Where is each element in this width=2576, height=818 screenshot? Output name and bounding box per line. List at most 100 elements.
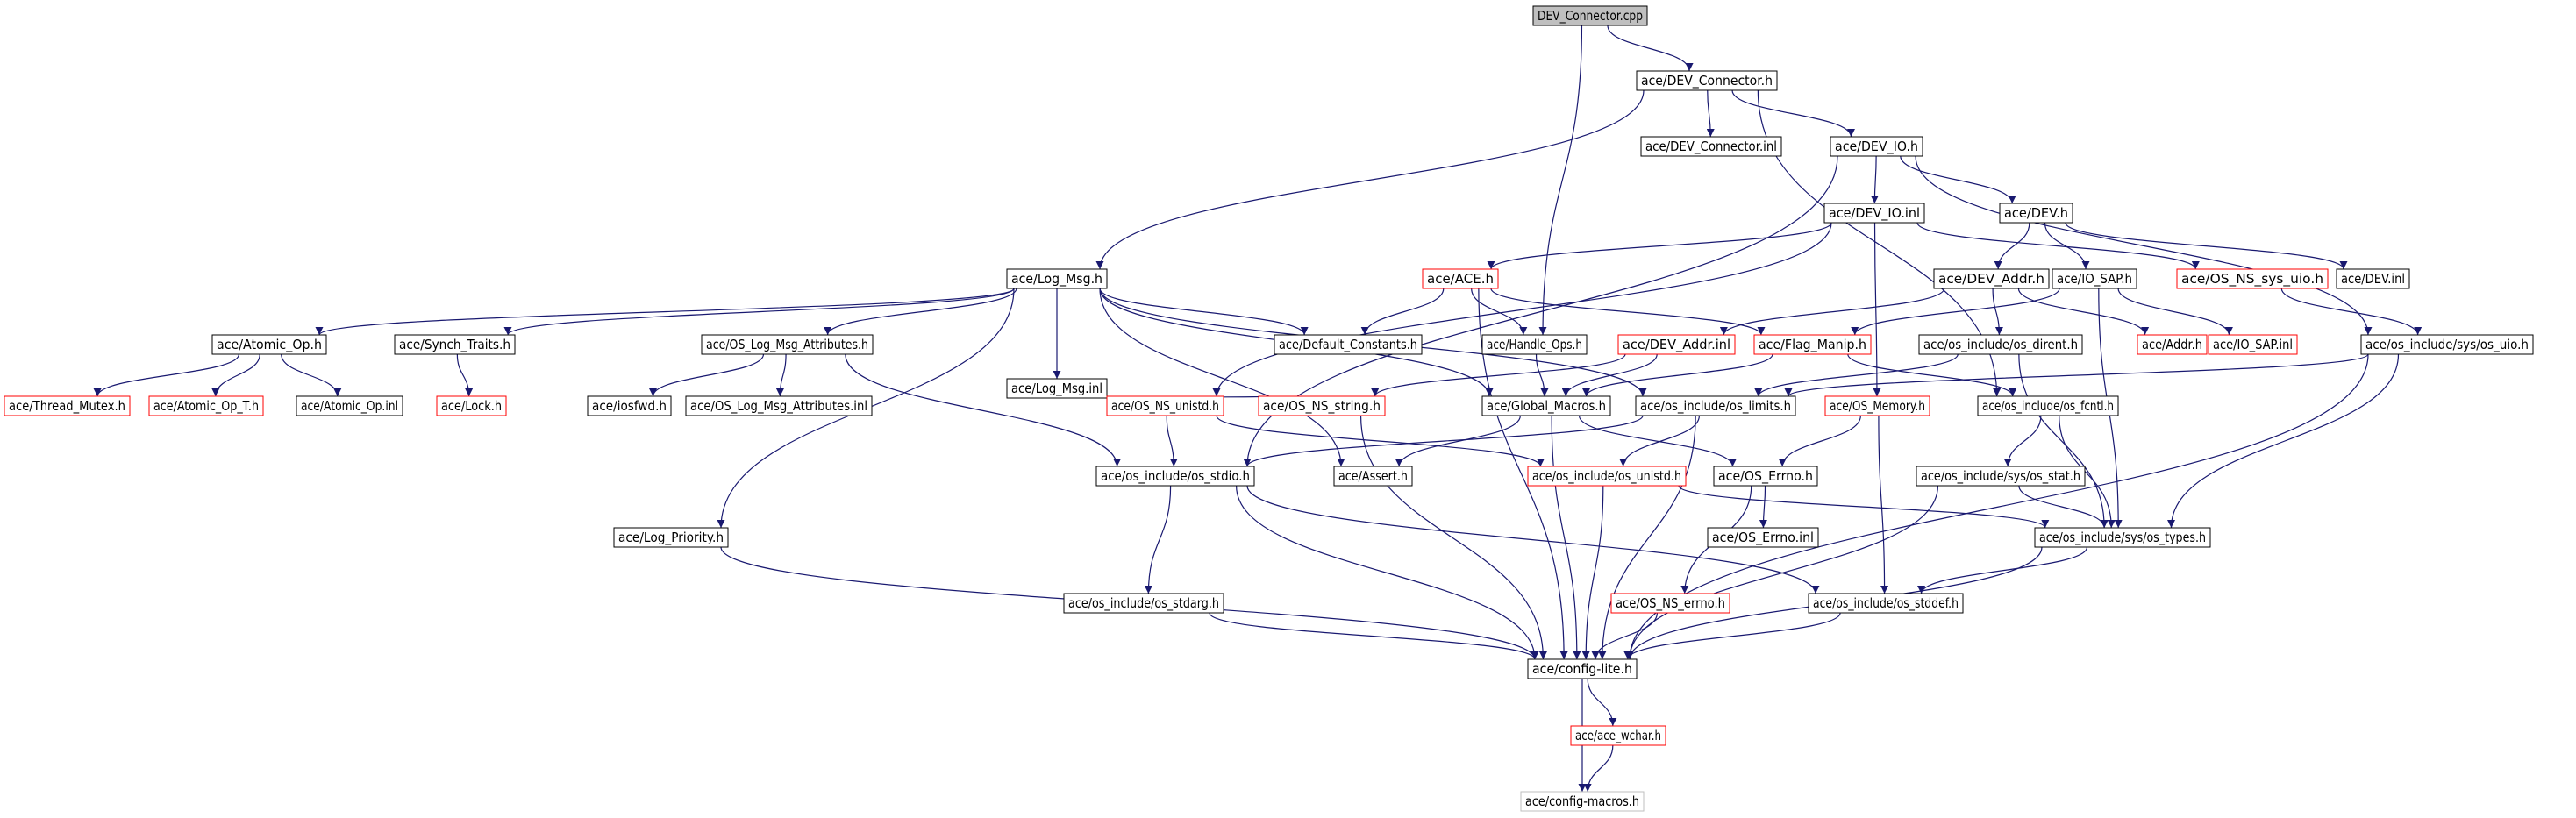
graph-node[interactable]: ace/OS_Memory.h xyxy=(1824,395,1930,416)
graph-node[interactable]: ace/DEV_Addr.inl xyxy=(1617,334,1736,355)
graph-node[interactable]: ace/OS_Log_Msg_Attributes.inl xyxy=(685,395,873,416)
node-box xyxy=(587,395,672,416)
graph-node[interactable]: ace/OS_NS_sys_uio.h xyxy=(2176,268,2329,289)
node-box xyxy=(2360,334,2534,355)
graph-node[interactable]: ace/OS_Log_Msg_Attributes.h xyxy=(701,334,874,355)
graph-node[interactable]: ace/ACE.h xyxy=(1422,268,1499,289)
graph-node[interactable]: ace/Assert.h xyxy=(1333,466,1413,487)
graph-node[interactable]: ace/IO_SAP.inl xyxy=(2208,334,2298,355)
node-label: ace/DEV_Connector.inl xyxy=(1645,139,1777,155)
graph-node[interactable]: ace/Atomic_Op_T.h xyxy=(148,395,264,416)
graph-node[interactable]: ace/os_include/os_limits.h xyxy=(1635,395,1796,416)
edge-ace/OS_Errno.h-to-ace/OS_Errno.inl xyxy=(1759,485,1767,529)
node-box xyxy=(685,395,873,416)
graph-node[interactable]: ace/DEV_IO.h xyxy=(1830,136,1923,157)
graph-node[interactable]: ace/DEV.h xyxy=(1999,203,2073,224)
graph-node[interactable]: ace/os_include/sys/os_types.h xyxy=(2034,527,2211,548)
edge-ace/os_include/sys/os_stat.h-to-ace/os_include/sys/os_types.h xyxy=(2018,485,2109,529)
edge-ace/DEV_IO.inl-to-ace/OS_NS_unistd.h xyxy=(1212,222,1832,397)
node-box xyxy=(1481,334,1588,355)
graph-node[interactable]: ace/DEV_Connector.inl xyxy=(1640,136,1782,157)
graph-node[interactable]: ace/config-lite.h xyxy=(1527,658,1638,679)
graph-node[interactable]: ace/iosfwd.h xyxy=(587,395,672,416)
node-box xyxy=(1532,5,1648,26)
edge-ace/DEV_Addr.h-to-ace/os_include/os_dirent.h xyxy=(1992,288,2003,336)
node-label: ace/OS_NS_sys_uio.h xyxy=(2181,271,2323,288)
graph-node[interactable]: ace/Thread_Mutex.h xyxy=(4,395,131,416)
edge-ace/Log_Msg.h-to-ace/OS_Log_Msg_Attributes.h xyxy=(824,288,1017,336)
edge-ace/Synch_Traits.h-to-ace/Lock.h xyxy=(456,353,474,397)
edge-ace/os_include/os_stdio.h-to-ace/os_include/os_stddef.h xyxy=(1246,485,1820,594)
node-label: ace/ACE.h xyxy=(1427,271,1494,287)
graph-node[interactable]: ace/os_include/os_fcntl.h xyxy=(1977,395,2119,416)
graph-node[interactable]: ace/Default_Constants.h xyxy=(1274,334,1423,355)
graph-node[interactable]: ace/OS_NS_unistd.h xyxy=(1106,395,1224,416)
node-label: ace/Thread_Mutex.h xyxy=(9,398,125,415)
edge-ace/Global_Macros.h-to-ace/config-lite.h xyxy=(1551,415,1581,660)
edge-ace/DEV_Addr.h-to-ace/DEV_Addr.inl xyxy=(1719,288,1945,336)
graph-node[interactable]: ace/Flag_Manip.h xyxy=(1753,334,1872,355)
graph-node[interactable]: ace/IO_SAP.h xyxy=(2052,268,2137,289)
node-box xyxy=(701,334,874,355)
graph-node[interactable]: ace/OS_NS_string.h xyxy=(1258,395,1386,416)
graph-node[interactable]: ace/DEV_Connector.h xyxy=(1636,70,1778,91)
node-label: ace/Assert.h xyxy=(1338,468,1408,484)
node-label: ace/Atomic_Op_T.h xyxy=(153,398,259,415)
edge-ace/IO_SAP.h-to-ace/Flag_Manip.h xyxy=(1851,288,2060,336)
edge-ace/Global_Macros.h-to-ace/Assert.h xyxy=(1395,415,1521,467)
graph-node[interactable]: ace/os_include/os_stdio.h xyxy=(1095,466,1255,487)
graph-node[interactable]: ace/Synch_Traits.h xyxy=(394,334,516,355)
edge-ace/Flag_Manip.h-to-ace/os_include/os_fcntl.h xyxy=(1847,353,2017,397)
graph-node[interactable]: ace/DEV_Addr.h xyxy=(1933,268,2050,289)
graph-node[interactable]: ace/OS_NS_errno.h xyxy=(1610,593,1730,614)
graph-node: DEV_Connector.cpp xyxy=(1532,5,1648,26)
graph-node[interactable]: ace/Log_Msg.h xyxy=(1006,268,1108,289)
edge-ace/OS_Log_Msg_Attributes.h-to-ace/OS_Log_Msg_Attributes.inl xyxy=(775,353,787,397)
graph-node[interactable]: ace/os_include/os_unistd.h xyxy=(1527,466,1687,487)
node-box xyxy=(1823,203,1925,224)
node-label: ace/OS_Errno.h xyxy=(1718,468,1813,485)
node-box xyxy=(1707,527,1819,548)
edge-ace/DEV_IO.h-to-ace/os_include/os_stdio.h xyxy=(1243,155,1838,467)
edge-ace/config-lite.h-to-ace/ace_wchar.h xyxy=(1587,678,1617,727)
graph-node[interactable]: ace/OS_Errno.inl xyxy=(1707,527,1819,548)
graph-node[interactable]: ace/DEV_IO.inl xyxy=(1823,203,1925,224)
graph-node[interactable]: ace/Log_Priority.h xyxy=(613,527,729,548)
node-box xyxy=(1610,593,1730,614)
graph-node[interactable]: ace/Log_Msg.inl xyxy=(1006,378,1108,399)
graph-node[interactable]: ace/Lock.h xyxy=(436,395,507,416)
edge-ace/os_include/os_stddef.h-to-ace/config-lite.h xyxy=(1623,612,1841,660)
graph-node[interactable]: ace/Handle_Ops.h xyxy=(1481,334,1588,355)
node-box xyxy=(2034,527,2211,548)
node-box xyxy=(1808,593,1964,614)
graph-node[interactable]: ace/os_include/os_stddef.h xyxy=(1808,593,1964,614)
node-box xyxy=(1520,791,1645,812)
node-label: ace/Handle_Ops.h xyxy=(1487,337,1582,353)
graph-node[interactable]: ace/os_include/sys/os_uio.h xyxy=(2360,334,2534,355)
node-box xyxy=(1006,378,1108,399)
graph-node[interactable]: ace/ace_wchar.h xyxy=(1570,725,1666,746)
graph-node[interactable]: ace/os_include/os_dirent.h xyxy=(1918,334,2083,355)
node-label: ace/Lock.h xyxy=(441,398,502,414)
graph-node[interactable]: ace/DEV.inl xyxy=(2336,268,2410,289)
graph-node[interactable]: ace/OS_Errno.h xyxy=(1713,466,1818,487)
edge-ace/ACE.h-to-ace/Flag_Manip.h xyxy=(1490,288,1766,336)
node-label: ace/OS_Errno.inl xyxy=(1712,530,1814,546)
node-label: ace/os_include/os_fcntl.h xyxy=(1982,398,2114,415)
graph-node[interactable]: ace/Atomic_Op.inl xyxy=(296,395,403,416)
node-label: ace/Atomic_Op.h xyxy=(217,337,322,353)
edge-ace/ACE.h-to-ace/config-lite.h xyxy=(1478,288,1568,660)
graph-node[interactable]: ace/Addr.h xyxy=(2137,334,2208,355)
graph-node[interactable]: ace/Global_Macros.h xyxy=(1481,395,1611,416)
graph-node[interactable]: ace/os_include/os_stdarg.h xyxy=(1063,593,1224,614)
node-label: ace/os_include/os_limits.h xyxy=(1640,398,1791,415)
node-label: ace/os_include/sys/os_stat.h xyxy=(1921,468,2080,485)
node-label: ace/OS_Log_Msg_Attributes.inl xyxy=(690,398,867,415)
node-label: ace/os_include/os_stddef.h xyxy=(1813,595,1959,612)
edge-ace/ace_wchar.h-to-ace/config-macros.h xyxy=(1583,744,1614,793)
graph-node[interactable]: ace/config-macros.h xyxy=(1520,791,1645,812)
edge-ace/Log_Msg.h-to-ace/Synch_Traits.h xyxy=(503,288,1015,336)
graph-node[interactable]: ace/Atomic_Op.h xyxy=(211,334,327,355)
graph-node[interactable]: ace/os_include/sys/os_stat.h xyxy=(1916,466,2086,487)
